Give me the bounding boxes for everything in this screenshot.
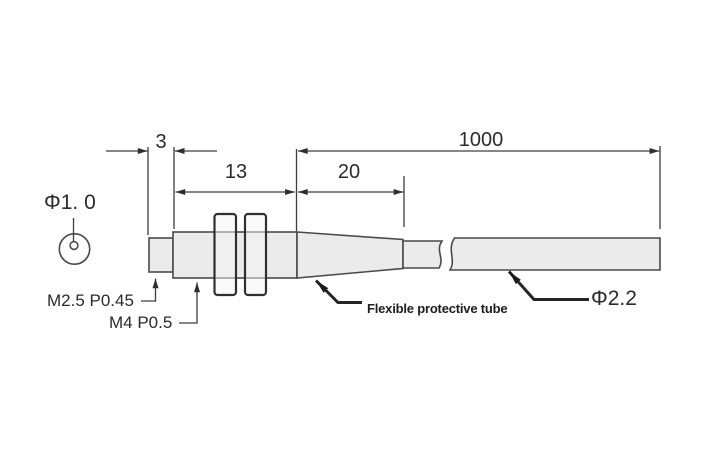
- taper-length-dimension-label: 20: [337, 161, 361, 183]
- tip-thread-leader: [141, 278, 159, 302]
- cable-length-dimension-label: 1000: [458, 129, 504, 151]
- hex-nut-2: [243, 212, 268, 297]
- cable-diameter-leader: [507, 270, 589, 301]
- tip-length-dimension-label: 3: [155, 131, 167, 153]
- probe-tip-shape: [148, 237, 174, 273]
- flexible-tube-leader: [314, 279, 362, 304]
- probe-end-view: [58, 218, 91, 266]
- body-thread-label: M4 P0.5: [109, 313, 173, 332]
- extension-lines: [147, 146, 661, 235]
- cable-diameter-label: Φ2.2: [591, 287, 637, 310]
- tip-thread-label: M2.5 P0.45: [47, 291, 134, 310]
- body-length-dimension-label: 13: [224, 161, 248, 183]
- cable-shape: [448, 237, 661, 271]
- body-thread-leader: [179, 282, 200, 324]
- tip-diameter-label: Φ1. 0: [44, 191, 96, 214]
- dimension-lines: [106, 148, 660, 195]
- end-view-core-circle: [69, 240, 79, 251]
- probe-side-view: [148, 212, 661, 297]
- flexible-tube-taper-shape: [296, 231, 404, 279]
- hex-nut-1: [213, 212, 238, 297]
- flexible-tube-label: Flexible protective tube: [367, 301, 508, 316]
- tube-section-shape: [402, 240, 444, 269]
- callout-leaders: [141, 270, 589, 324]
